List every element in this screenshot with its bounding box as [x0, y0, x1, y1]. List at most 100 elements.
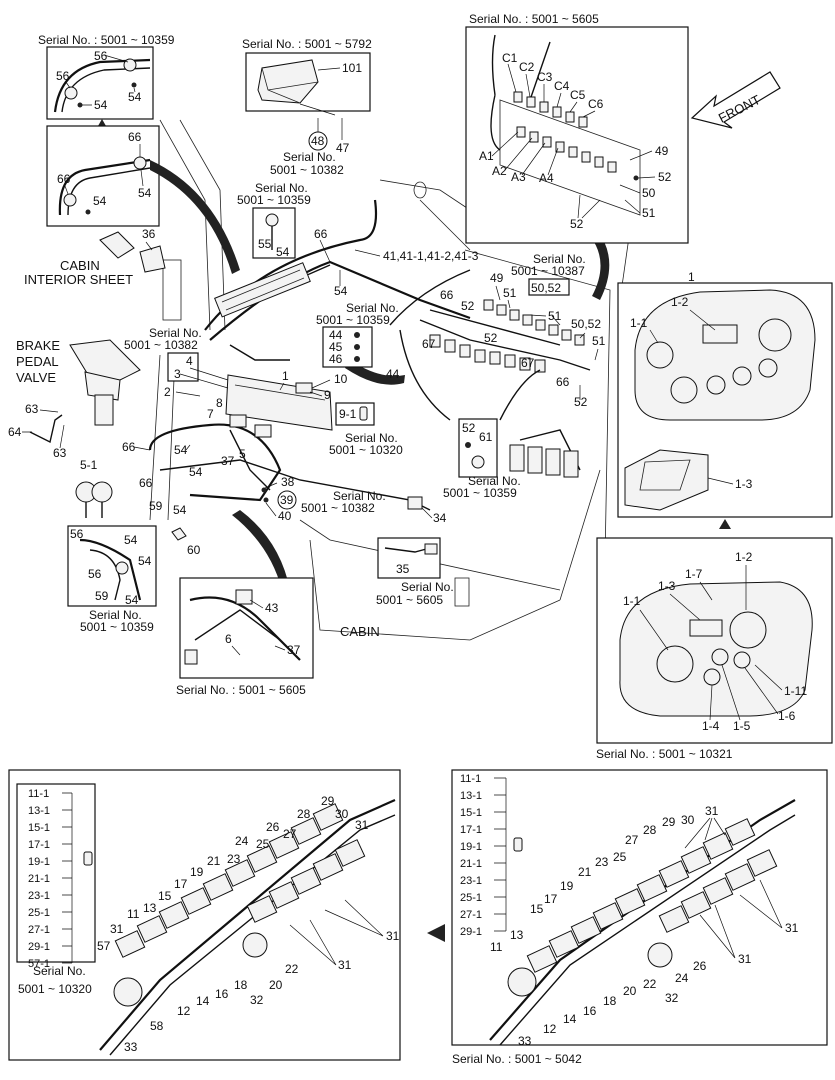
svg-text:CABIN: CABIN: [60, 258, 100, 273]
svg-text:1-6: 1-6: [778, 709, 796, 723]
svg-text:54: 54: [138, 554, 152, 568]
svg-text:5001 ~ 10382: 5001 ~ 10382: [301, 501, 375, 515]
inset-66-54: 66 66 54 54: [46, 125, 160, 227]
lower-left-harness: 66 54 5 37 54 38 39 40 Serial No. 5001 ~…: [122, 414, 447, 557]
svg-text:15-1: 15-1: [460, 807, 482, 819]
svg-text:23-1: 23-1: [460, 875, 482, 887]
svg-text:52: 52: [484, 331, 498, 345]
svg-text:21: 21: [207, 854, 221, 868]
svg-text:56: 56: [56, 69, 70, 83]
svg-text:4: 4: [186, 354, 193, 368]
svg-text:31: 31: [338, 958, 352, 972]
svg-text:101: 101: [342, 61, 362, 75]
svg-text:56: 56: [94, 49, 108, 63]
svg-text:Serial No.: Serial No.: [345, 431, 398, 445]
svg-text:34: 34: [433, 511, 447, 525]
inset-52-61: 52 61 Serial No. 5001 ~ 10359: [443, 418, 521, 500]
svg-text:2: 2: [164, 385, 171, 399]
svg-text:27: 27: [625, 833, 639, 847]
svg-text:51: 51: [503, 286, 517, 300]
svg-text:10: 10: [334, 372, 348, 386]
svg-text:50,52: 50,52: [531, 281, 561, 295]
svg-text:11: 11: [127, 907, 140, 921]
svg-text:57: 57: [97, 939, 111, 953]
inset-55-54: Serial No. 5001 ~ 10359 55 54: [237, 181, 311, 259]
svg-text:1: 1: [688, 270, 695, 284]
svg-text:22: 22: [643, 977, 657, 991]
svg-text:24: 24: [235, 834, 249, 848]
svg-text:5001 ~ 10359: 5001 ~ 10359: [80, 620, 154, 634]
svg-text:C2: C2: [519, 60, 535, 74]
svg-text:VALVE: VALVE: [16, 370, 56, 385]
svg-text:17: 17: [544, 892, 558, 906]
svg-text:54: 54: [124, 533, 138, 547]
svg-text:52: 52: [574, 395, 588, 409]
svg-text:23: 23: [227, 852, 241, 866]
svg-text:Serial No.: Serial No.: [401, 580, 454, 594]
svg-text:27-1: 27-1: [460, 909, 482, 921]
svg-text:16: 16: [583, 1004, 597, 1018]
svg-text:6: 6: [225, 632, 232, 646]
svg-text:5001 ~ 10359: 5001 ~ 10359: [237, 193, 311, 207]
svg-text:39: 39: [280, 493, 294, 507]
svg-text:20: 20: [269, 978, 283, 992]
svg-text:56: 56: [70, 527, 84, 541]
svg-text:14: 14: [196, 994, 210, 1008]
inset-instrument-panel-b: 1 1-2 1-7 1-3 1-1 1-11 1-4 1-5 1-6 Seria…: [596, 535, 833, 761]
svg-text:BRAKE: BRAKE: [16, 338, 60, 353]
svg-text:15: 15: [158, 889, 172, 903]
svg-text:12: 12: [177, 1004, 191, 1018]
svg-text:19: 19: [560, 879, 574, 893]
svg-text:29: 29: [662, 815, 676, 829]
svg-text:32: 32: [665, 991, 679, 1005]
svg-text:5001 ~ 10387: 5001 ~ 10387: [511, 264, 585, 278]
svg-text:9-1: 9-1: [339, 407, 357, 421]
svg-text:31: 31: [355, 818, 369, 832]
svg-text:59: 59: [149, 499, 163, 513]
svg-text:8: 8: [216, 396, 223, 410]
svg-text:C3: C3: [537, 70, 553, 84]
svg-text:57-1: 57-1: [28, 958, 50, 970]
svg-text:21-1: 21-1: [460, 858, 482, 870]
svg-text:29-1: 29-1: [460, 926, 482, 938]
connector-block-lower: [509, 444, 579, 478]
svg-text:C4: C4: [554, 79, 570, 93]
svg-text:5001 ~ 5605: 5001 ~ 5605: [376, 593, 443, 607]
svg-text:31: 31: [785, 921, 799, 935]
svg-text:15: 15: [530, 902, 544, 916]
inset-top-left-56-54: Serial No. : 5001 ~ 10359 56 56 54 54: [38, 33, 175, 126]
svg-text:11: 11: [490, 940, 503, 954]
svg-text:3: 3: [174, 367, 181, 381]
svg-text:5001 ~ 10320: 5001 ~ 10320: [18, 982, 92, 996]
svg-text:55: 55: [258, 237, 272, 251]
svg-text:51: 51: [592, 334, 606, 348]
svg-text:C1: C1: [502, 51, 518, 65]
keys-5-1: 5-1: [75, 458, 113, 518]
svg-text:54: 54: [138, 186, 152, 200]
svg-text:66: 66: [128, 130, 142, 144]
svg-text:11-1: 11-1: [460, 773, 481, 785]
main-harness: 66 54 41,41-1,41-2,41-3 Serial No. 5001 …: [204, 199, 606, 478]
svg-text:1-1: 1-1: [630, 316, 648, 330]
inset-43-6-37: 43 6 37 Serial No. : 5001 ~ 5605: [176, 577, 314, 697]
cabin-interior-sheet: 36 CABIN INTERIOR SHEET: [24, 227, 166, 287]
svg-text:25-1: 25-1: [460, 892, 482, 904]
svg-text:Serial No. : 5001 ~ 5042: Serial No. : 5001 ~ 5042: [452, 1052, 582, 1066]
svg-text:A4: A4: [539, 171, 554, 185]
svg-text:Serial No.: Serial No.: [255, 181, 308, 195]
svg-text:15-1: 15-1: [28, 822, 50, 834]
svg-text:45: 45: [329, 340, 343, 354]
svg-text:66: 66: [139, 476, 153, 490]
svg-text:20: 20: [623, 984, 637, 998]
svg-text:58: 58: [150, 1019, 164, 1033]
svg-text:5001 ~ 10320: 5001 ~ 10320: [329, 443, 403, 457]
svg-text:5001 ~ 10359: 5001 ~ 10359: [316, 313, 390, 327]
svg-text:Serial No. : 5001 ~ 5605: Serial No. : 5001 ~ 5605: [469, 12, 599, 26]
svg-text:23-1: 23-1: [28, 890, 50, 902]
svg-text:5001 ~ 10382: 5001 ~ 10382: [270, 163, 344, 177]
svg-text:50: 50: [642, 186, 656, 200]
svg-text:37: 37: [221, 454, 235, 468]
svg-text:1-5: 1-5: [733, 719, 751, 733]
svg-text:30: 30: [335, 807, 349, 821]
